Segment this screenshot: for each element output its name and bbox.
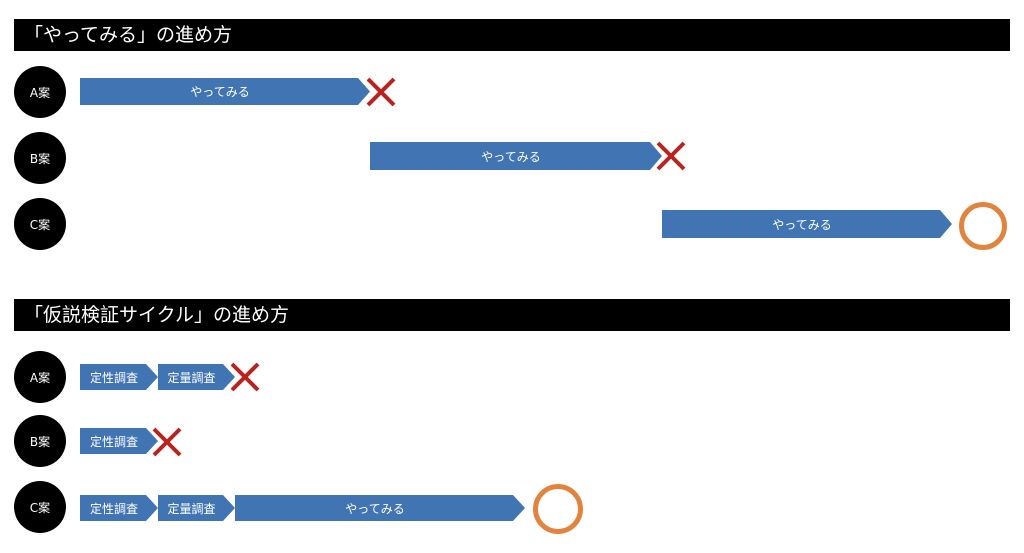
plan-c-badge: C案 — [14, 198, 66, 250]
step-arrow: 定量調査 — [158, 364, 235, 390]
step-arrow: 定性調査 — [80, 495, 158, 521]
step-arrow: やってみる — [235, 495, 525, 521]
step-arrow: やってみる — [370, 142, 662, 170]
plan-a-badge: A案 — [14, 66, 66, 118]
plan-a-badge: A案 — [14, 351, 66, 403]
plan-b-badge: B案 — [14, 132, 66, 184]
step-arrow: やってみる — [80, 78, 370, 105]
fail-x-icon — [656, 141, 686, 171]
fail-x-icon — [366, 77, 396, 107]
step-arrow: 定量調査 — [158, 495, 235, 521]
fail-x-icon — [230, 362, 260, 392]
section1-title: 「やってみる」の進め方 — [14, 19, 1010, 51]
fail-x-icon — [152, 427, 182, 457]
plan-b-badge: B案 — [14, 415, 66, 467]
step-arrow: 定性調査 — [80, 428, 158, 454]
step-arrow: やってみる — [662, 210, 952, 238]
step-arrow: 定性調査 — [80, 364, 158, 390]
plan-c-badge: C案 — [14, 481, 66, 533]
success-circle-icon — [959, 202, 1007, 250]
section2-title: 「仮説検証サイクル」の進め方 — [14, 299, 1010, 331]
success-circle-icon — [533, 484, 583, 534]
